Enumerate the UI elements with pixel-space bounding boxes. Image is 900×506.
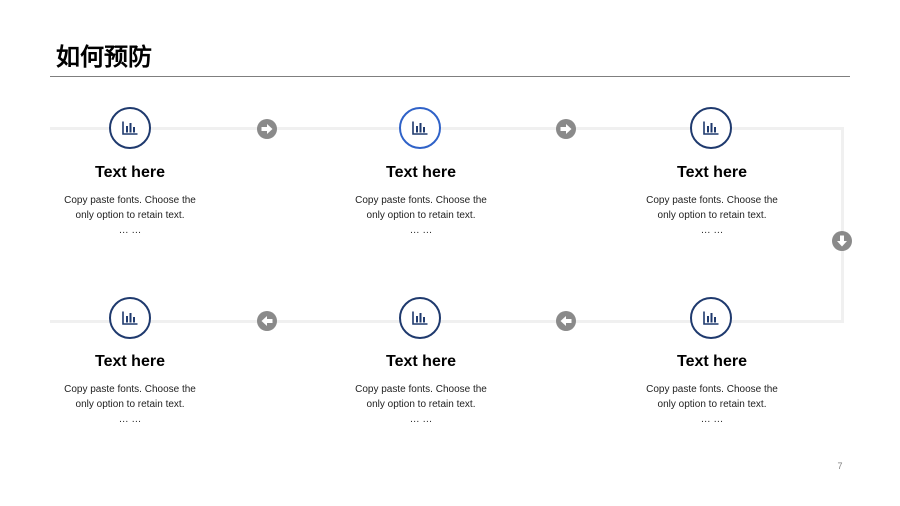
process-track-top <box>50 127 844 130</box>
step-3-circle <box>690 107 732 149</box>
step-4-description: Copy paste fonts. Choose the only option… <box>646 384 778 425</box>
step-1-circle <box>109 107 151 149</box>
step-5-circle <box>399 297 441 339</box>
arrow-down-icon <box>832 231 852 251</box>
process-track-right <box>841 127 844 323</box>
step-5-title: Text here <box>386 353 456 370</box>
bar-chart-icon <box>412 121 428 135</box>
step-2-description: Copy paste fonts. Choose the only option… <box>355 195 487 236</box>
step-3-description: Copy paste fonts. Choose the only option… <box>646 195 778 236</box>
step-6-description: Copy paste fonts. Choose the only option… <box>64 384 196 425</box>
bar-chart-icon <box>122 311 138 325</box>
step-1-title: Text here <box>95 164 165 181</box>
arrow-right-icon <box>556 119 576 139</box>
arrow-left-icon <box>556 311 576 331</box>
arrow-left-icon <box>257 311 277 331</box>
step-5-description: Copy paste fonts. Choose the only option… <box>355 384 487 425</box>
step-2-circle <box>399 107 441 149</box>
step-4-title: Text here <box>677 353 747 370</box>
page-title: 如何预防 <box>56 43 152 71</box>
arrow-right-icon <box>257 119 277 139</box>
step-1-description: Copy paste fonts. Choose the only option… <box>64 195 196 236</box>
title-divider <box>50 76 850 77</box>
step-6-circle <box>109 297 151 339</box>
bar-chart-icon <box>703 311 719 325</box>
step-3-title: Text here <box>677 164 747 181</box>
bar-chart-icon <box>703 121 719 135</box>
page-number: 7 <box>837 461 843 471</box>
step-4-circle <box>690 297 732 339</box>
bar-chart-icon <box>122 121 138 135</box>
process-track-bottom <box>50 320 844 323</box>
bar-chart-icon <box>412 311 428 325</box>
step-6-title: Text here <box>95 353 165 370</box>
step-2-title: Text here <box>386 164 456 181</box>
